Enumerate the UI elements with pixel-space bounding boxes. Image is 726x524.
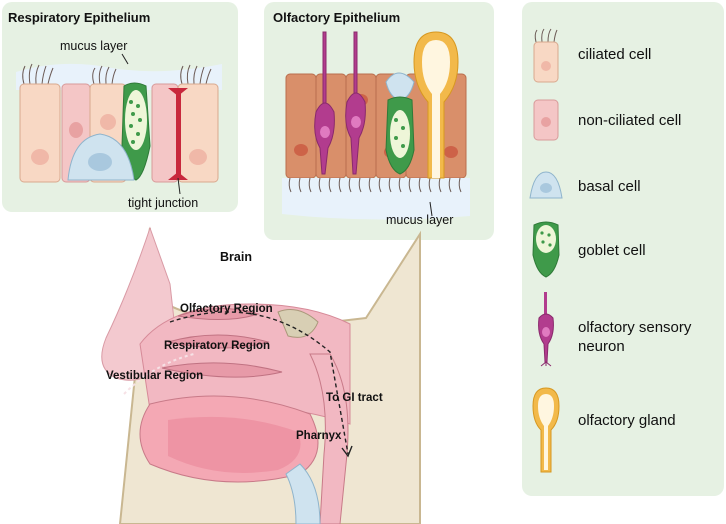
olfactory-sensory-neuron-icon bbox=[538, 292, 554, 367]
nasal-cavity-illustration bbox=[101, 226, 421, 524]
respiratory-mucus-label: mucus layer bbox=[60, 39, 128, 53]
vestibular-region-label: Vestibular Region bbox=[106, 370, 204, 382]
legend-gland-label: olfactory gland bbox=[578, 412, 676, 429]
basal-cell-icon bbox=[529, 171, 563, 199]
olfactory-region-label: Olfactory Region bbox=[180, 303, 273, 315]
non-ciliated-cell-icon bbox=[533, 99, 559, 141]
ciliated-cell-icon bbox=[533, 28, 559, 83]
goblet-cell-icon bbox=[532, 221, 560, 278]
gi-tract-label: To GI tract bbox=[326, 392, 383, 404]
tight-junction-label: tight junction bbox=[128, 196, 199, 210]
legend-neuron-label: olfactory sensory neuron bbox=[578, 318, 691, 356]
respiratory-epithelium-title: Respiratory Epithelium bbox=[8, 10, 151, 25]
legend-non-ciliated-label: non-ciliated cell bbox=[578, 112, 682, 129]
respiratory-epithelium-illustration bbox=[16, 53, 222, 195]
olfactory-gland-icon bbox=[532, 387, 560, 473]
olfactory-epithelium-illustration bbox=[282, 31, 470, 220]
olfactory-epithelium-title: Olfactory Epithelium bbox=[273, 10, 401, 25]
olfactory-mucus-label: mucus layer bbox=[386, 213, 454, 227]
legend-goblet-label: goblet cell bbox=[578, 242, 646, 259]
brain-label: Brain bbox=[220, 250, 252, 264]
legend-ciliated-label: ciliated cell bbox=[578, 46, 652, 63]
legend-basal-label: basal cell bbox=[578, 178, 641, 195]
respiratory-region-label: Respiratory Region bbox=[164, 340, 271, 352]
pharynx-label: Pharnyx bbox=[296, 430, 342, 442]
legend-neuron-label-line2: neuron bbox=[578, 338, 625, 355]
legend-neuron-label-line1: olfactory sensory bbox=[578, 319, 692, 336]
